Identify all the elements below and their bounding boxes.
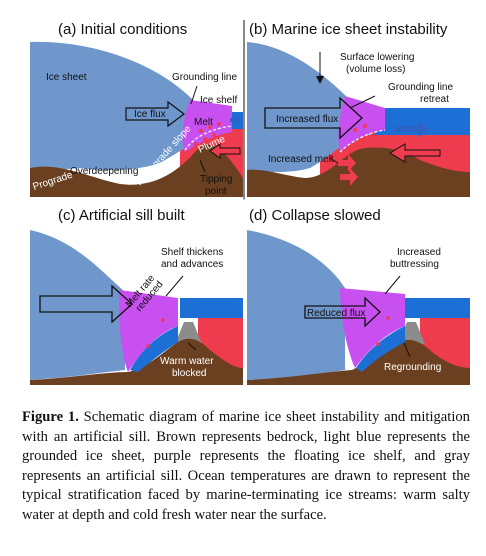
panel-c-ocean-cold [180,298,243,318]
panel-a-grounding-line-pointer [190,85,198,105]
panel-a-bedrock [30,144,243,197]
panel-a-overdeepening-label: Overdeepening [70,166,138,177]
panel-d-melt-dots [376,316,390,346]
panel-b-melt-arrow-2 [340,168,358,186]
panel-c-melt-dots [146,318,165,348]
panel-b-increased-flux-arrow [264,96,363,140]
figure-caption: Figure 1. Schematic diagram of marine ic… [22,408,470,526]
panel-c: (c) Artificial sill built Shelf thickens… [30,207,243,385]
panel-a-tipping-point-label-1: Tipping [200,174,232,185]
panel-d-bedrock [247,339,470,385]
panel-a-melt-dots [194,122,221,146]
figure-caption-label: Figure 1. [22,409,79,425]
panel-c-bedrock [30,338,243,385]
panel-d-ice-sheet [247,230,345,380]
figure: (a) Initial conditions Ice sheet Groundi… [30,20,470,385]
panel-d-regrounding-pointer [403,342,411,358]
panel-c-shelf-thickens-label-1: Shelf thickens [161,247,223,258]
panel-a-grounding-line-label: Grounding line [172,72,237,83]
panel-b-plume-line [339,129,386,153]
panel-c-warm-water-label-2: blocked [172,368,206,379]
panel-b-increased-melt-label: Increased melt [268,154,334,165]
panel-a-ice-shelf-label: Ice shelf [200,95,237,106]
panel-d-ocean-cold [405,298,470,318]
panel-b-bedrock [247,147,470,197]
panel-a-tipping-point-pointer [199,159,206,173]
panel-b-gl-retreat-label-2: retreat [420,94,449,105]
panel-c-shelf-thickens-label-2: and advances [161,259,223,270]
panel-b-increased-flux-label: Increased flux [276,114,338,125]
panel-d-buttressing-label-1: Increased [397,247,441,258]
panel-a-tipping-point-label-2: point [205,186,227,197]
panel-b-surface-lowering-arrowhead [316,76,324,84]
panel-a-ice-shelf [182,100,232,152]
panel-a-ice-sheet [30,41,195,172]
panel-a-outflow-arrow [230,115,243,125]
panel-b-title: (b) Marine ice sheet instability [249,21,448,38]
panel-b-melt-arrow-1 [338,154,356,172]
panel-b-increased-melt-pointer [329,157,339,164]
figure-caption-text: Schematic diagram of marine ice sheet in… [22,409,470,523]
panel-b-surface-lowering-label-1: Surface lowering [340,52,414,63]
panel-b-surface-lowering-label-2: (volume loss) [346,64,405,75]
panel-d-buttressing-pointer [384,275,401,295]
panel-d-cold-pocket [356,326,405,372]
panel-d: (d) Collapse slowed Increased buttressin… [243,200,470,385]
panel-b-outflow-arrow [395,121,430,137]
panel-d-ice-shelf [340,288,405,368]
panel-b-warm-inflow-arrow [389,143,441,163]
panel-c-ice-shelf [119,290,178,372]
figure-panels: (a) Initial conditions Ice sheet Groundi… [30,20,470,385]
panel-d-buttressing-label-2: buttressing [390,259,439,270]
panel-a-ice-flux-label: Ice flux [134,109,166,120]
panel-b-grounding-line-pointer [349,95,376,109]
panel-a-ice-sheet-label: Ice sheet [46,72,87,83]
panel-a-warm-inflow-arrow [209,143,241,159]
panel-a-melt-label: Melt [194,117,213,128]
panel-c-cold-pocket [130,326,178,372]
panel-c-ice-sheet [30,230,125,380]
panel-a: (a) Initial conditions Ice sheet Groundi… [30,21,243,197]
panel-b-ice-shelf [338,96,385,152]
panel-a-plume-line [184,125,233,151]
panel-b-melt-dots [347,124,375,148]
panel-c-warm-water-pointer [187,342,197,351]
panel-b: (b) Marine ice sheet instability [243,20,470,200]
panel-c-ice-flux-arrow [39,284,133,324]
panel-d-regrounding-label: Regrounding [384,362,441,373]
panel-d-reduced-flux-arrow [304,296,381,328]
panel-a-title: (a) Initial conditions [58,21,187,38]
panel-d-reduced-flux-label: Reduced flux [307,308,365,319]
panel-a-ice-flux-arrow [125,100,185,128]
panel-b-ice-sheet [247,42,350,172]
panel-d-title: (d) Collapse slowed [249,207,381,224]
panel-c-title: (c) Artificial sill built [58,207,186,224]
panel-c-sill [175,322,202,344]
panel-c-warm-water-label-1: Warm water [160,356,214,367]
panel-c-shelf-thickens-pointer [165,275,184,297]
panel-b-gl-retreat-label-1: Grounding line [388,82,453,93]
